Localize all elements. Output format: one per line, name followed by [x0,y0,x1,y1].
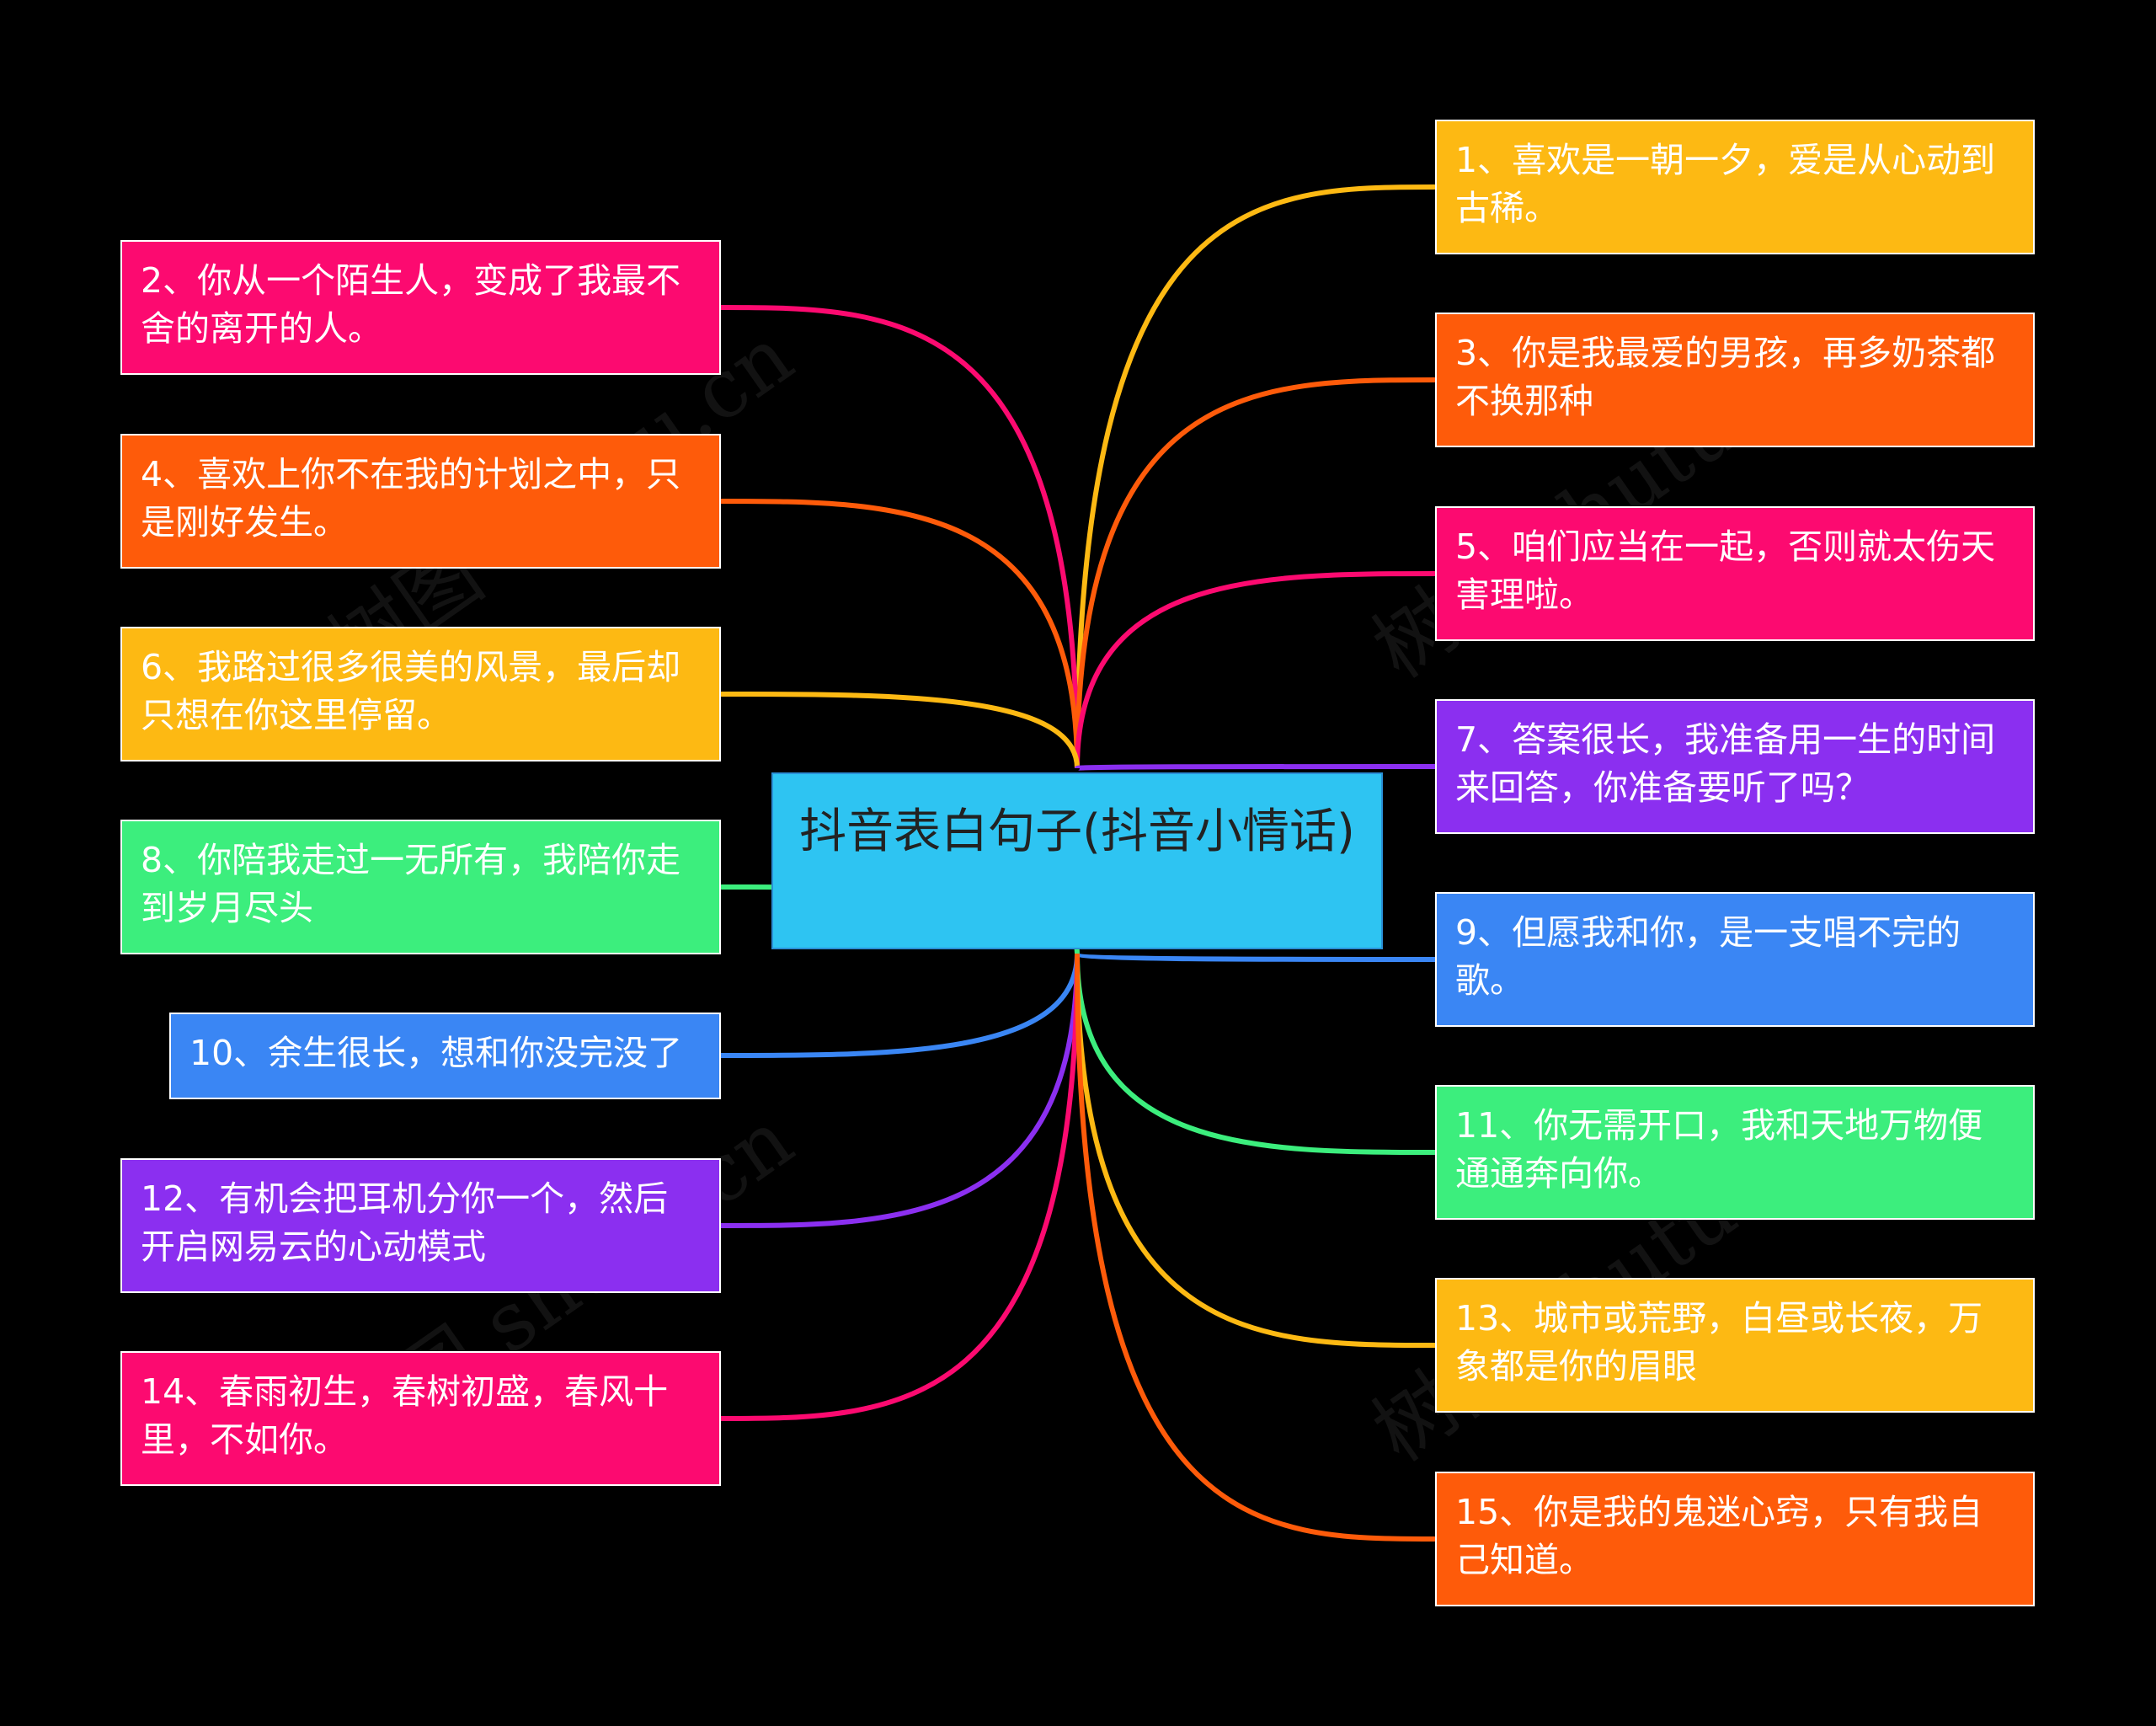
connector-line-13 [1075,953,1436,1348]
connector-line-7 [1075,764,1436,771]
connector-line-9 [1075,951,1436,962]
root-topic[interactable]: 抖音表白句子(抖音小情话) [771,772,1383,949]
connector-line-5 [1075,571,1436,769]
connector-line-2 [720,305,1080,769]
branch-node-15[interactable]: 15、你是我的鬼迷心窍，只有我自己知道。 [1435,1472,2035,1606]
branch-node-7[interactable]: 7、答案很长，我准备用一生的时间来回答，你准备要听了吗？ [1435,699,2035,834]
branch-node-11[interactable]: 11、你无需开口，我和天地万物便通通奔向你。 [1435,1085,2035,1220]
connector-line-6 [720,692,1080,769]
branch-node-13[interactable]: 13、城市或荒野，白昼或长夜，万象都是你的眉眼 [1435,1278,2035,1413]
connector-line-1 [1075,184,1436,769]
branch-node-6[interactable]: 6、我路过很多很美的风景，最后却只想在你这里停留。 [120,627,721,761]
branch-node-5[interactable]: 5、咱们应当在一起，否则就太伤天害理啦。 [1435,506,2035,641]
branch-node-3[interactable]: 3、你是我最爱的男孩，再多奶茶都不换那种 [1435,313,2035,447]
connector-line-14 [720,953,1080,1421]
connector-line-12 [720,953,1080,1228]
branch-node-9[interactable]: 9、但愿我和你，是一支唱不完的歌。 [1435,892,2035,1027]
connector-line-4 [720,499,1080,769]
branch-node-14[interactable]: 14、春雨初生，春树初盛，春风十里，不如你。 [120,1351,721,1486]
branch-node-12[interactable]: 12、有机会把耳机分你一个，然后开启网易云的心动模式 [120,1158,721,1293]
connector-line-15 [1075,953,1436,1542]
branch-node-10[interactable]: 10、余生很长，想和你没完没了 [169,1013,721,1099]
branch-node-4[interactable]: 4、喜欢上你不在我的计划之中，只是刚好发生。 [120,434,721,569]
connector-line-10 [720,953,1080,1058]
branch-node-1[interactable]: 1、喜欢是一朝一夕，爱是从心动到古稀。 [1435,120,2035,254]
connector-line-11 [1075,953,1436,1155]
branch-node-2[interactable]: 2、你从一个陌生人，变成了我最不舍的离开的人。 [120,240,721,375]
connector-line-3 [1075,377,1436,769]
branch-node-8[interactable]: 8、你陪我走过一无所有，我陪你走到岁月尽头 [120,820,721,954]
